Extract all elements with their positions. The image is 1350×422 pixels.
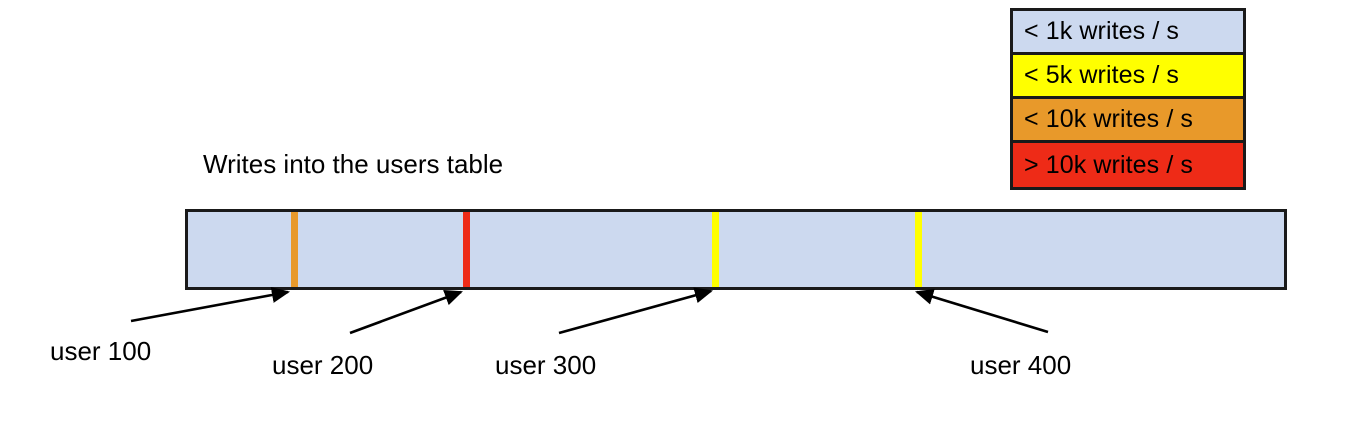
user-300-label: user 300 <box>495 350 597 380</box>
user-200-arrow <box>349 290 463 335</box>
legend-entry-lt-1k: < 1k writes / s <box>1013 11 1243 55</box>
legend-entry-lt-5k: < 5k writes / s <box>1013 55 1243 99</box>
legend-entry-lt-10k: < 10k writes / s <box>1013 99 1243 143</box>
user-100-marker <box>291 212 298 287</box>
user-300-marker <box>712 212 719 287</box>
legend-entry-label: > 10k writes / s <box>1024 150 1194 179</box>
users-table-keyspace-bar <box>185 209 1287 290</box>
user-400-marker <box>915 212 922 287</box>
user-200-marker <box>463 212 470 287</box>
chart-title: Writes into the users table <box>203 149 504 179</box>
legend-entry-label: < 5k writes / s <box>1024 61 1180 89</box>
user-200-label: user 200 <box>272 350 374 380</box>
write-rate-legend: < 1k writes / s < 5k writes / s < 10k wr… <box>1010 8 1246 190</box>
user-400-label: user 400 <box>970 350 1072 380</box>
user-400-arrow <box>915 288 1049 334</box>
legend-entry-label: < 10k writes / s <box>1024 105 1194 133</box>
legend-entry-label: < 1k writes / s <box>1024 17 1180 45</box>
legend-entry-gt-10k: > 10k writes / s <box>1013 143 1243 187</box>
user-100-label: user 100 <box>50 336 152 366</box>
user-100-arrow <box>130 287 291 323</box>
user-300-arrow <box>558 287 714 335</box>
